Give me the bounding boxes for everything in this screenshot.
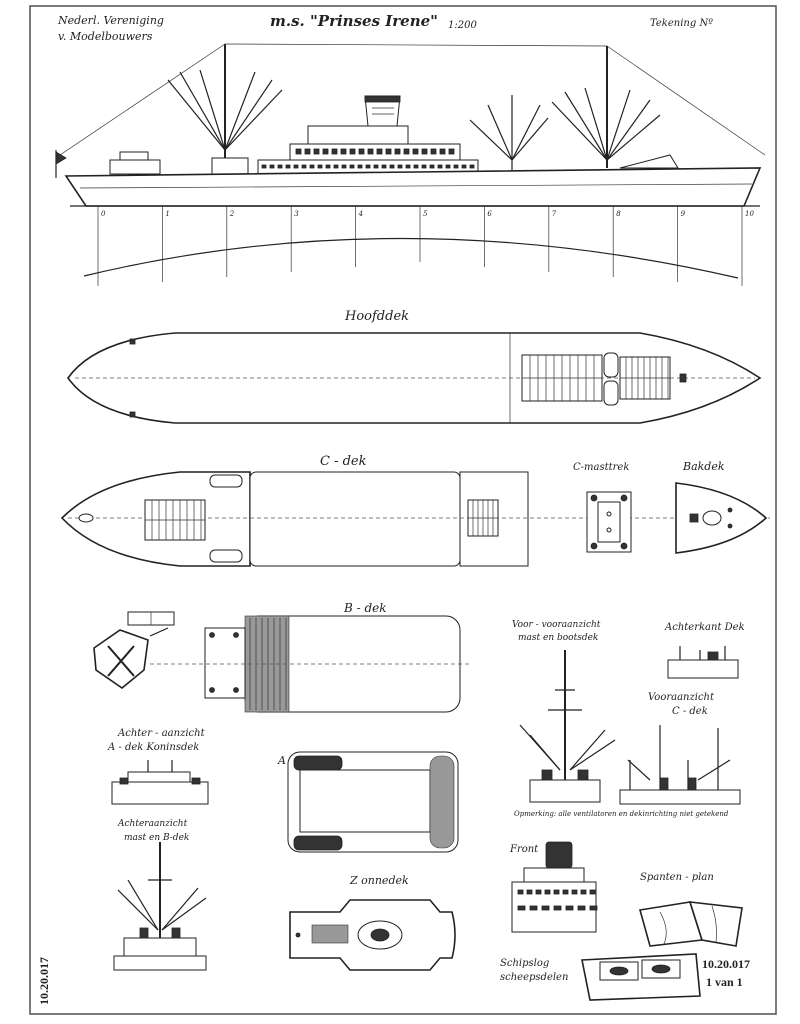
frame-number: 3 [294,210,299,218]
bridge-deck [307,125,409,145]
lifeboat-details [581,953,701,1001]
frame-number: 5 [423,210,428,218]
sheet-label: Tekening Nº [650,18,713,29]
frame-number: 9 [681,210,686,218]
label-vooraanzicht-2: C - dek [672,706,708,717]
b-deck-plan [150,615,470,713]
body-plan [638,901,743,947]
label-b-dek: B - dek [343,601,387,615]
frame-number: 2 [229,210,235,218]
label-spanten-plan: Spanten - plan [640,872,714,883]
label-z-dek: Z onnedek [349,874,409,887]
label-bakdek: Bakdek [682,460,725,473]
frame-station-lines: 0 1 2 3 4 5 6 7 8 9 10 [97,206,754,286]
frame-number: 4 [358,210,363,218]
label-vooraanzicht-1: Vooraanzicht [648,692,715,703]
c-deck-front-view [619,725,741,805]
frame-number: 1 [165,210,169,218]
label-hoofddek: Hoofddek [344,309,409,324]
side-profile-view: 0 1 2 3 4 5 6 7 8 9 10 [55,43,766,286]
sun-deck-plan [289,899,456,971]
stamp-code: 10.20.017 [702,957,750,971]
drawing-note: Opmerking: alle ventilatoren en dekinric… [514,810,729,818]
rudder-detail [93,611,175,690]
label-achterkant-dek: Achterkant Dek [664,622,745,633]
aft-mast-rear-view [113,842,207,971]
label-achter-aanzicht-1: Achter - aanzicht [117,728,206,739]
label-achter-mast-1: Achteraanzicht [117,819,188,829]
a-deck-rear-view [111,760,209,805]
main-deck-plan [67,332,762,424]
label-achter-mast-2: mast en B-dek [124,833,189,843]
label-c-dek: C - dek [320,454,367,469]
drawing-title: m.s. "Prinses Irene" [270,12,438,30]
c-masttrek-plan [586,491,632,553]
frame-number: 6 [487,210,492,218]
hull-profile [64,167,762,207]
label-front-view-2: mast en bootsdek [518,633,598,643]
a-deck-plan [287,751,459,853]
frame-number: 8 [616,210,621,218]
front-elevation [511,841,598,933]
drawing-stamp: 10.20.017 1 van 1 [702,957,750,989]
label-c-masttrek: C-masttrek [573,462,629,473]
label-front-view-1: Voor - vooraanzicht [512,620,601,630]
aft-lifeboat [619,154,679,169]
publisher-line-2: v. Modelbouwers [58,30,153,43]
fore-mast-front-view [519,650,616,803]
label-schipslog-1: Schipslog [500,958,549,969]
frame-number: 7 [552,210,557,218]
label-achter-aanzicht-2: A - dek Koninsdek [107,742,199,753]
label-front: Front [509,844,539,855]
aft-deck-view [667,646,739,679]
c-deck-plan [60,471,770,567]
stamp-pages: 1 van 1 [706,975,743,989]
drawing-scale: 1:200 [448,20,477,31]
side-reference-code: 10.20.017 [37,957,51,1005]
forecastle-deck-plan [675,482,768,554]
frame-number: 0 [101,210,106,218]
sheet-border [29,5,777,1015]
label-schipslog-2: scheepsdelen [500,972,568,983]
bilge-curve [83,237,739,279]
publisher-line-1: Nederl. Vereniging [57,14,164,27]
frame-number: 10 [745,210,754,218]
